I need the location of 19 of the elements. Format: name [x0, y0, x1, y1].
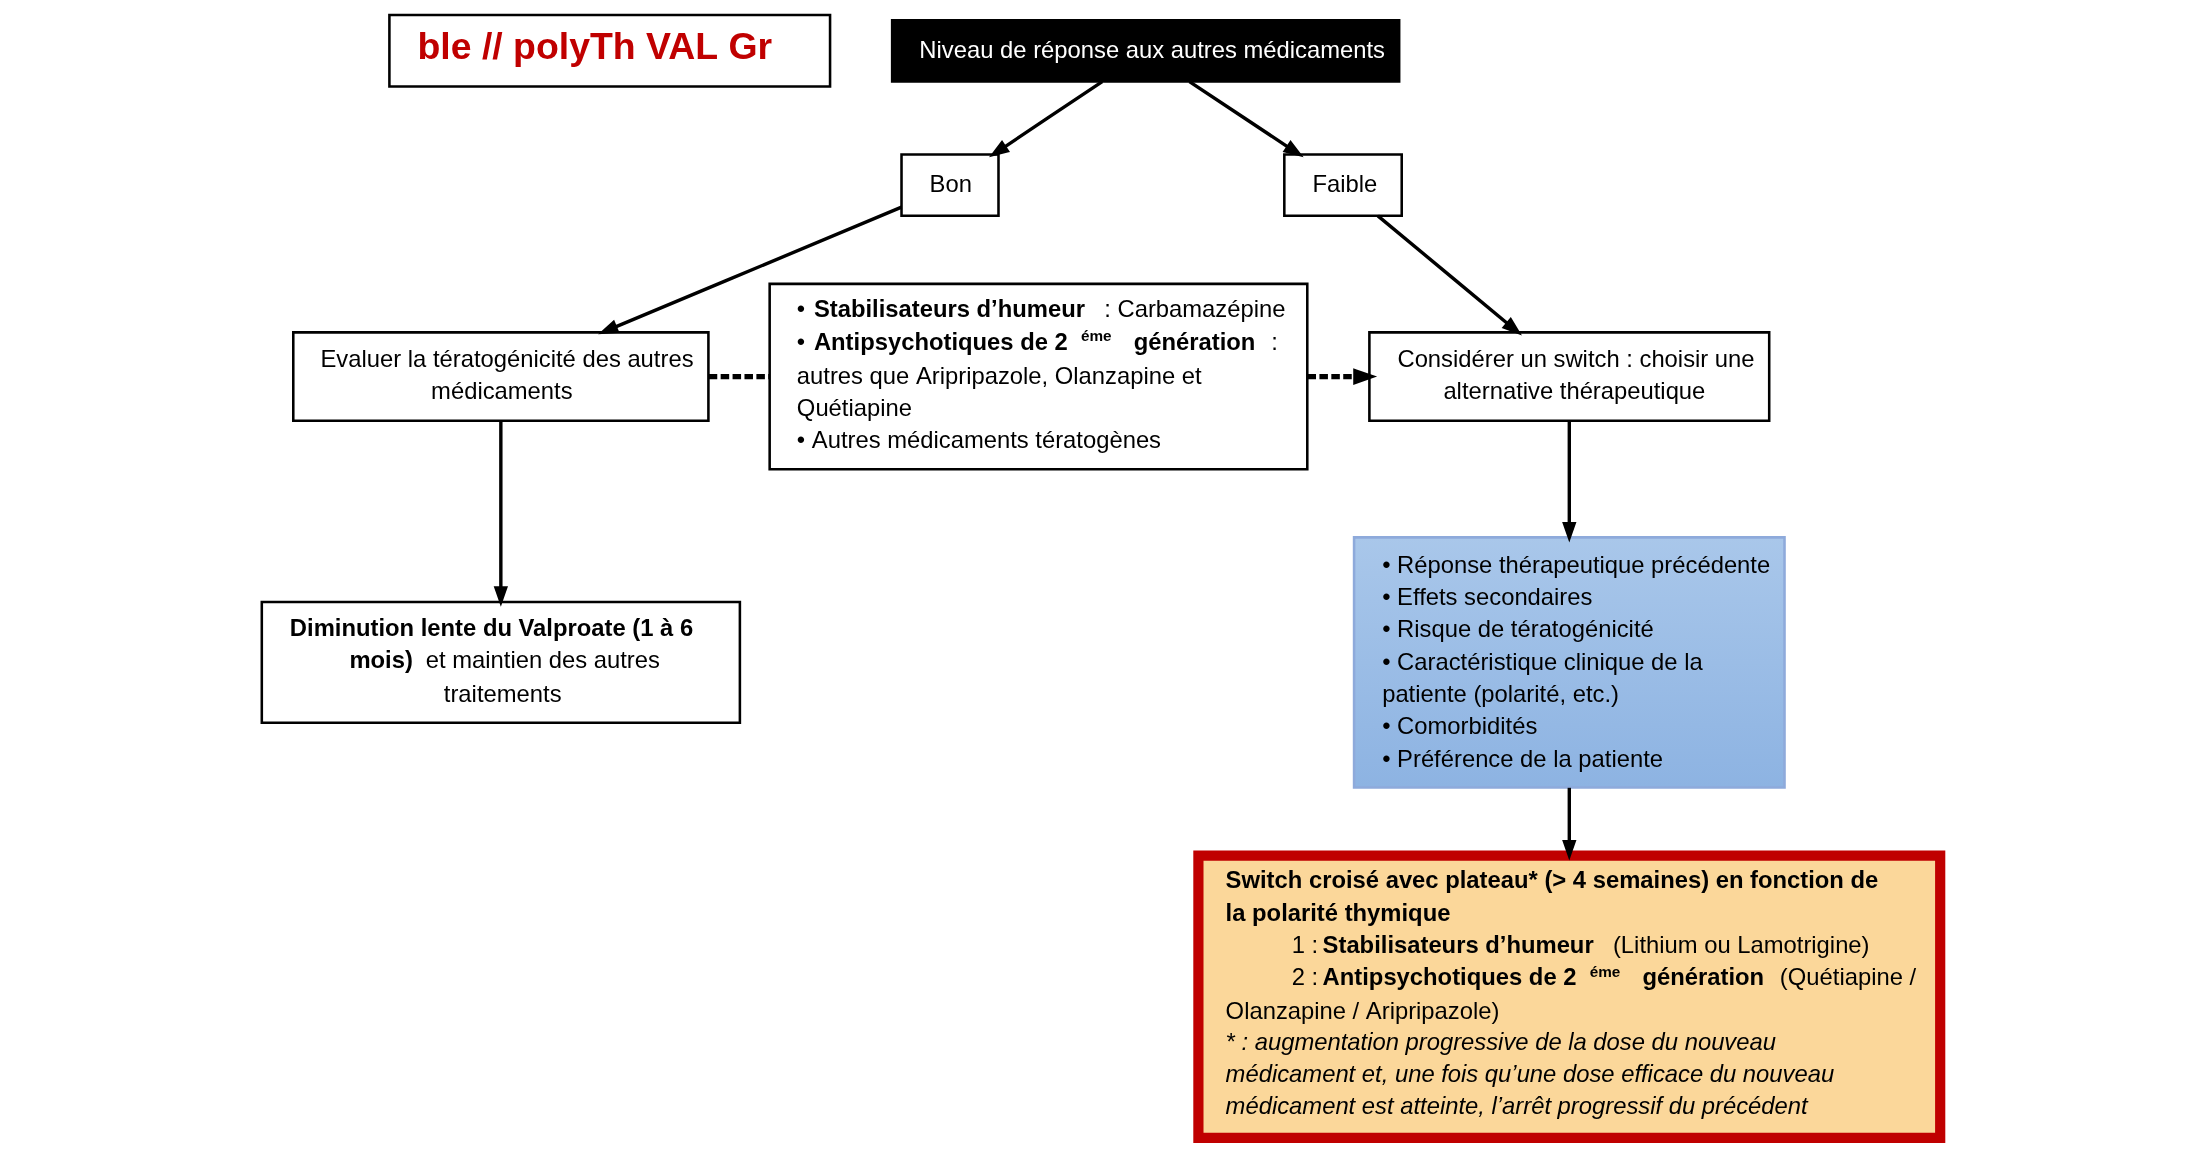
arrow	[493, 421, 508, 607]
node-box: • Réponse thérapeutique précédente • Effets secondaires • Risque de tératogénicité • Caractéristique clinique de la patiente (polarité, etc.) • Comorbidités • Préférence de la patiente	[1352, 536, 1786, 789]
node-box: Diminution lente du Valproate (1 à 6 mois) et maintien des autres traitements	[260, 600, 742, 725]
arrow	[1376, 214, 1522, 336]
node-box: ble // polyTh VAL Gr	[388, 13, 832, 88]
node-box: Bon	[900, 153, 1000, 218]
node-box: Evaluer la tératogénicité des autres médicaments	[292, 331, 710, 423]
arrow	[1188, 80, 1304, 158]
node-box: • Stabilisateurs d’humeur : Carbamazépine • Antipsychotiques de 2$^{éme}$ génération : autres que Aripripazole, Olanzapine et Quétiapine • Autres médicaments tératogènes	[768, 282, 1309, 471]
arrow	[1307, 368, 1378, 385]
arrow	[598, 205, 903, 335]
node-box: Faible	[1283, 153, 1403, 218]
arrow	[1562, 421, 1577, 543]
node-box: Considérer un switch : choisir une alternative thérapeutique	[1368, 331, 1771, 423]
arrow	[989, 80, 1104, 158]
node-box: Switch croisé avec plateau* (> 4 semaines) en fonction de la polarité thymique 1 : Stabilisateurs d’humeur (Lithium ou Lamotrigine) 2 : Antipsychotiques de 2$^{éme}$ génération (Quétiapine / Olanzapine / Aripripazole) * : augmentation progressive de la dose du nouveau médicament et, une fois qu’une dose efficace du nouveau médicament est atteinte, l’arrêt progressif du précédent	[1193, 850, 1946, 1144]
arrow	[1562, 787, 1577, 861]
node-box: Niveau de réponse aux autres médicaments	[890, 18, 1401, 83]
connector	[708, 374, 770, 380]
